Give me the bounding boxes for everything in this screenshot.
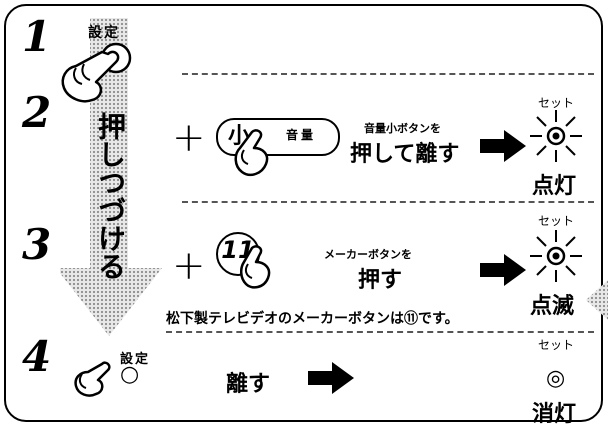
hand-pointer-icon [240, 245, 271, 289]
volume-label: 音量 [286, 128, 317, 142]
arrow-right-icon [308, 362, 354, 394]
side-arrow-icon [586, 280, 608, 320]
step-1-number: 1 [22, 12, 52, 61]
arrow-right-icon [480, 254, 526, 286]
divider-1 [182, 73, 594, 75]
arrow-right-icon [480, 130, 526, 162]
step-2-caption-small: 音量小ボタンを [364, 122, 441, 135]
volume-down-button [216, 118, 340, 156]
step-4-number: 4 [22, 332, 52, 381]
step-2-set-label: セット [538, 96, 575, 110]
step-1-button-label: 設定 [88, 25, 120, 41]
step-1-hand-press [61, 42, 132, 103]
led-lit-icon [530, 110, 582, 162]
step-3-caption-big: 押す [358, 268, 403, 293]
hold-text: 押しつづける [94, 112, 127, 280]
instruction-frame [4, 4, 603, 422]
step-3-status: 点滅 [530, 294, 575, 319]
step-4-set-label: セット [538, 338, 575, 352]
step-2-status: 点灯 [532, 174, 577, 199]
arrow-down-icon [60, 18, 162, 336]
divider-3 [166, 331, 594, 333]
plus-sign: + [172, 243, 206, 289]
led-off-icon: ◎ [546, 366, 566, 391]
plus-sign: + [172, 115, 206, 161]
hand-pointer-icon [74, 361, 111, 397]
step-2-number: 2 [22, 88, 52, 137]
hand-pointer-icon [61, 50, 120, 103]
step-4-verb: 離す [226, 372, 271, 397]
led-blink-icon [530, 230, 582, 282]
step-3-caption-small: メーカーボタンを [324, 248, 412, 261]
hand-pointer-icon [234, 129, 269, 176]
step-4-status: 消灯 [532, 402, 577, 427]
step-3-set-label: セット [538, 214, 575, 228]
step-2-caption-big: 押して離す [350, 142, 460, 167]
step-3-number: 3 [22, 220, 52, 269]
step-3-note: 松下製テレビデオのメーカーボタンは⑪です。 [166, 311, 459, 327]
setting-button-circle: ○ [120, 362, 140, 387]
step-4-button-label: 設定 [120, 352, 151, 367]
divider-2 [182, 201, 594, 203]
